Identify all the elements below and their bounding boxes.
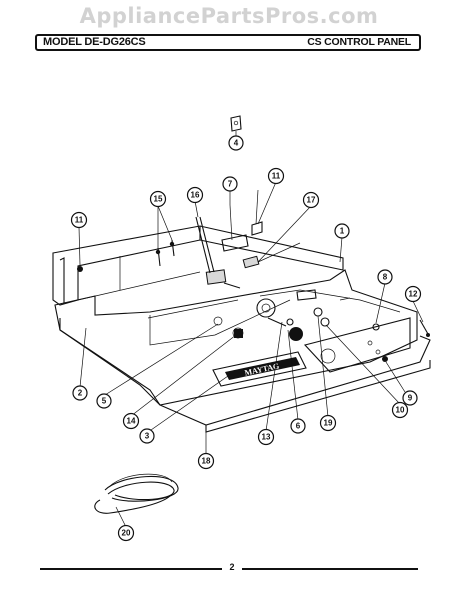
panel-title: CS CONTROL PANEL — [307, 36, 411, 48]
callout-20: 20 — [117, 524, 135, 542]
callout-7: 7 — [222, 176, 238, 192]
svg-text:4: 4 — [234, 139, 239, 148]
part-8-button — [372, 323, 380, 331]
callout-9: 9 — [402, 390, 418, 406]
callout-16: 16 — [186, 186, 204, 204]
callout-4: 4 — [228, 135, 244, 151]
svg-text:12: 12 — [409, 290, 418, 299]
svg-text:2: 2 — [78, 389, 83, 398]
svg-text:9: 9 — [408, 394, 413, 403]
svg-text:17: 17 — [307, 196, 316, 205]
part-16-harness — [195, 216, 241, 289]
callout-11-upper: 11 — [267, 167, 285, 185]
svg-text:18: 18 — [202, 457, 211, 466]
callout-5: 5 — [96, 393, 112, 409]
callout-1: 1 — [334, 223, 350, 239]
svg-text:19: 19 — [324, 419, 333, 428]
callout-13: 13 — [257, 428, 275, 446]
page-number: 2 — [229, 562, 235, 572]
part-17-connector — [242, 242, 301, 269]
leader-lines — [78, 131, 424, 528]
svg-text:15: 15 — [154, 195, 163, 204]
part-4-clip — [230, 115, 242, 132]
svg-text:10: 10 — [396, 406, 405, 415]
footer-rule-right — [242, 568, 418, 570]
callout-3: 3 — [139, 428, 155, 444]
svg-text:16: 16 — [191, 191, 200, 200]
model-title: MODEL DE-DG26CS — [43, 36, 146, 48]
part-15-screws — [155, 239, 175, 267]
part-11-screw-upper — [251, 189, 263, 236]
part-7-bracket — [221, 204, 249, 252]
svg-text:8: 8 — [383, 273, 388, 282]
svg-text:11: 11 — [272, 172, 281, 181]
svg-text:3: 3 — [145, 432, 150, 441]
callout-18: 18 — [197, 452, 215, 470]
part-12-screw — [419, 319, 430, 337]
svg-text:1: 1 — [340, 227, 345, 236]
svg-text:14: 14 — [127, 417, 136, 426]
svg-text:7: 7 — [228, 180, 233, 189]
svg-text:13: 13 — [262, 433, 271, 442]
title-bar: MODEL DE-DG26CS CS CONTROL PANEL — [35, 34, 421, 51]
right-inset-panel — [303, 317, 411, 373]
svg-text:5: 5 — [102, 397, 107, 406]
control-panel-body — [54, 269, 431, 433]
callout-17: 17 — [302, 191, 320, 209]
display-window — [296, 289, 317, 301]
part-14-switch — [213, 316, 244, 339]
callout-11-left: 11 — [70, 211, 88, 229]
part-20-wire-harness — [94, 473, 179, 514]
console-back-panel — [52, 225, 344, 306]
watermark: AppliancePartsPros.com — [79, 4, 379, 28]
part-9-clip — [382, 356, 388, 362]
part-11-screw-left — [77, 266, 83, 272]
svg-text:11: 11 — [75, 216, 84, 225]
callout-10: 10 — [391, 401, 409, 419]
footer-rule-left — [40, 568, 222, 570]
svg-text:20: 20 — [122, 529, 131, 538]
callout-8: 8 — [377, 269, 393, 285]
callout-2: 2 — [72, 385, 88, 401]
callout-14: 14 — [122, 412, 140, 430]
svg-text:6: 6 — [296, 422, 301, 431]
callout-12: 12 — [404, 285, 422, 303]
callout-19: 19 — [319, 414, 337, 432]
callout-15: 15 — [149, 190, 167, 208]
callout-6: 6 — [290, 418, 306, 434]
